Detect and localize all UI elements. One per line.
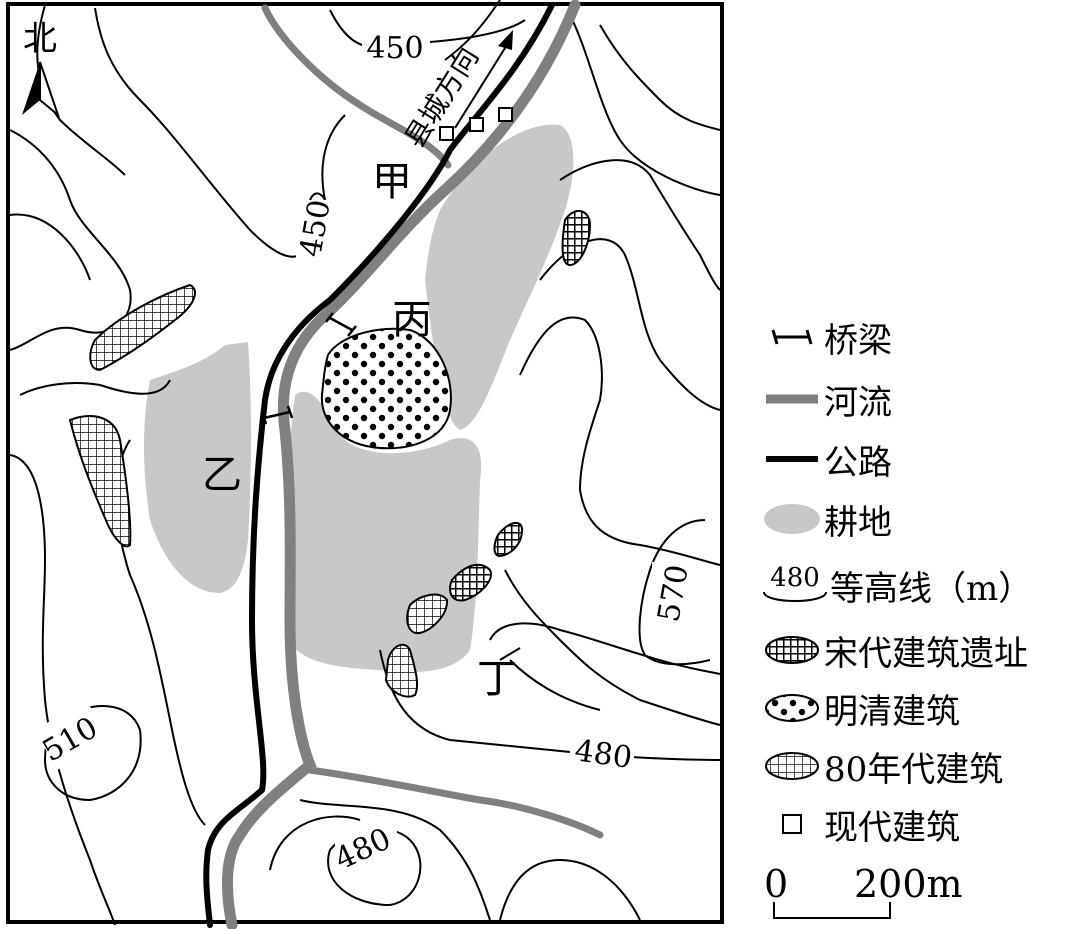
svg-text:480: 480	[770, 563, 820, 593]
legend-label: 桥梁	[824, 320, 892, 361]
legend-item-ming-qing: 明清建筑	[760, 683, 960, 733]
place-label-jia: 甲	[372, 159, 412, 205]
river-icon	[766, 394, 818, 404]
legend-label: 公路	[824, 442, 892, 483]
road-icon	[766, 456, 818, 462]
contour-label: 480	[573, 733, 635, 776]
place-label-yi: 乙	[202, 452, 242, 498]
river	[221, 0, 604, 929]
legend-label: 现代建筑	[824, 807, 960, 848]
eighties-sites	[68, 283, 449, 698]
farmland-icon	[764, 504, 820, 534]
north-label: 北	[23, 19, 57, 59]
modern-buildings	[439, 107, 513, 141]
scale-start: 0	[764, 862, 789, 906]
legend-label: 耕地	[824, 502, 892, 543]
song-ruins-icon	[765, 636, 819, 664]
ming-qing-area	[320, 327, 452, 450]
scale-line	[773, 902, 891, 919]
scale-bar: 0 200m	[762, 862, 963, 922]
contour-lines	[9, 0, 721, 926]
bridge-icon	[771, 329, 813, 345]
farmland-areas	[144, 124, 574, 673]
legend-item-farmland: 耕地	[760, 494, 892, 544]
legend-item-contour: 480 等高线（m）	[760, 560, 1032, 610]
legend-label: 宋代建筑遗址	[824, 633, 1028, 674]
legend-item-eighties: 80年代建筑	[760, 741, 1003, 791]
legend-label: 明清建筑	[824, 691, 960, 732]
road	[203, 2, 555, 928]
scale-end: 200m	[854, 862, 963, 906]
legend-item-song-ruins: 宋代建筑遗址	[760, 625, 1028, 675]
legend-label: 等高线（m）	[830, 568, 1033, 609]
legend-item-road: 公路	[760, 434, 892, 484]
place-label-ding: 丁	[477, 656, 517, 702]
modern-icon	[782, 814, 802, 834]
place-label-bing: 丙	[392, 297, 432, 343]
contour-label-group: 450 450 510 480 480 570	[34, 30, 696, 877]
north-arrow: 北	[22, 19, 61, 119]
contour-icon: 480	[763, 563, 827, 602]
legend-label: 河流	[824, 382, 892, 423]
legend-item-river: 河流	[760, 374, 892, 424]
song-ruins-sites	[449, 210, 592, 602]
contour-label: 450	[366, 31, 423, 66]
eighties-icon	[765, 752, 819, 780]
ming-qing-icon	[765, 694, 819, 722]
legend-label: 80年代建筑	[824, 749, 1004, 790]
ding-marker	[499, 647, 521, 661]
legend-item-bridge: 桥梁	[760, 312, 892, 362]
bridge-icon	[260, 312, 357, 425]
legend-item-modern: 现代建筑	[760, 799, 960, 849]
